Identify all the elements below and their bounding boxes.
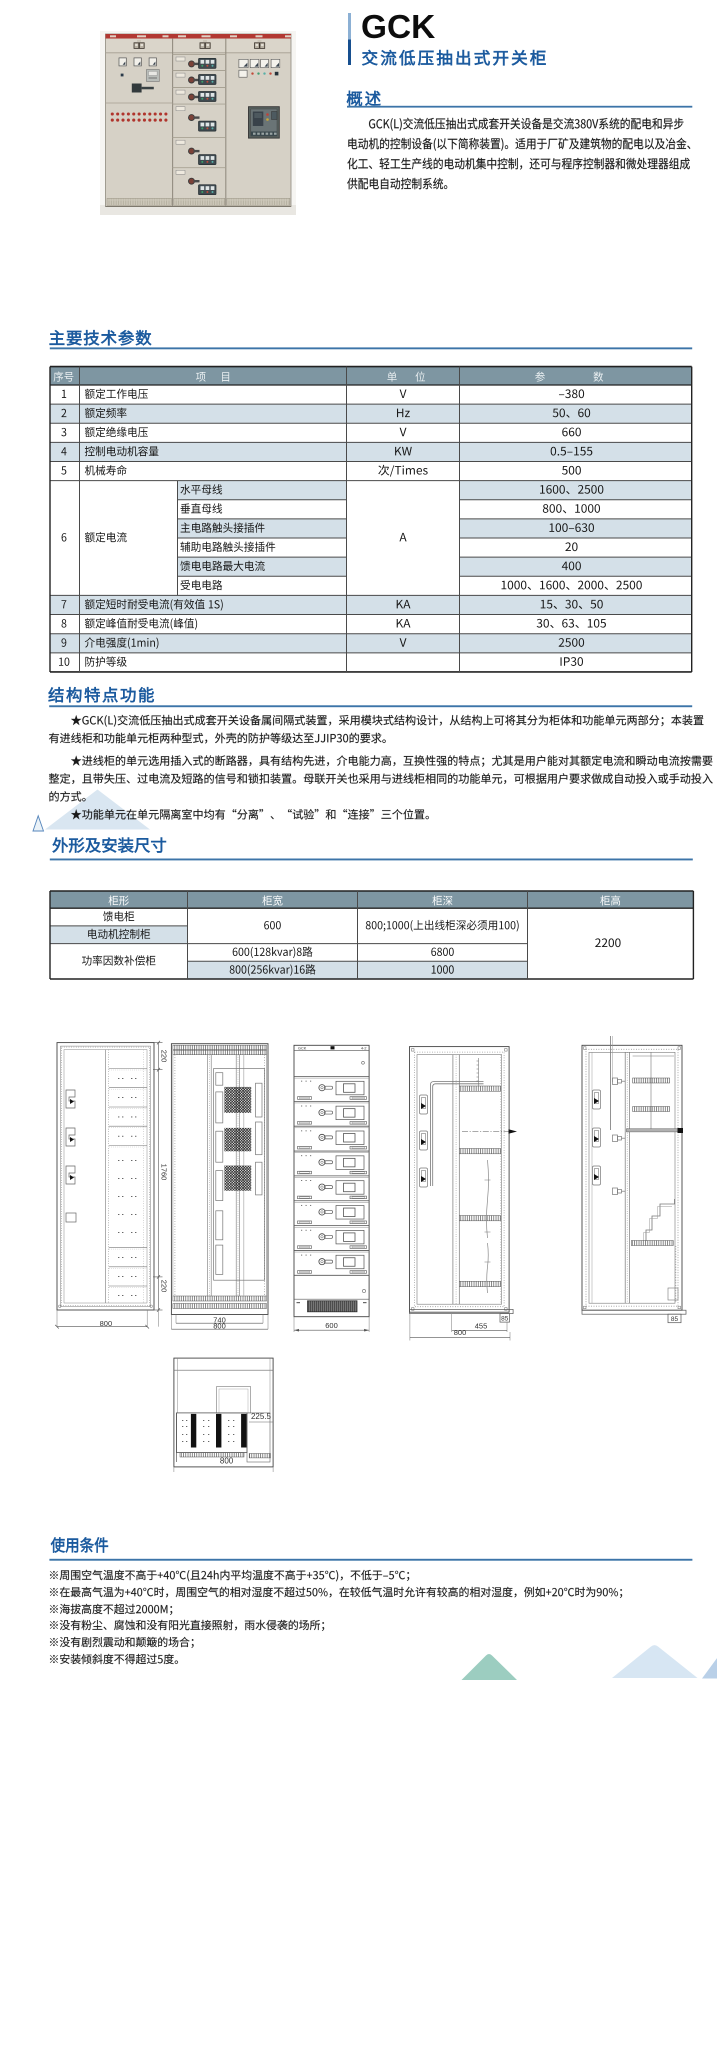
svg-text:600: 600	[325, 1321, 338, 1330]
svg-text:85: 85	[671, 1316, 679, 1323]
svg-text:800: 800	[100, 1319, 113, 1328]
svg-text:85: 85	[501, 1316, 509, 1323]
svg-text:800: 800	[454, 1328, 467, 1337]
svg-text:GCK: GCK	[298, 1047, 307, 1051]
svg-text:800: 800	[213, 1322, 226, 1331]
svg-text:225.5: 225.5	[251, 1412, 272, 1421]
svg-text:220: 220	[160, 1050, 169, 1063]
svg-text:GCK: GCK	[361, 9, 435, 46]
svg-text:1760: 1760	[160, 1164, 169, 1181]
svg-text:220: 220	[160, 1280, 169, 1293]
svg-text:740: 740	[213, 1316, 226, 1325]
svg-text:800: 800	[220, 1457, 234, 1466]
svg-text:4-2: 4-2	[361, 1047, 367, 1051]
svg-text:455: 455	[475, 1322, 488, 1331]
